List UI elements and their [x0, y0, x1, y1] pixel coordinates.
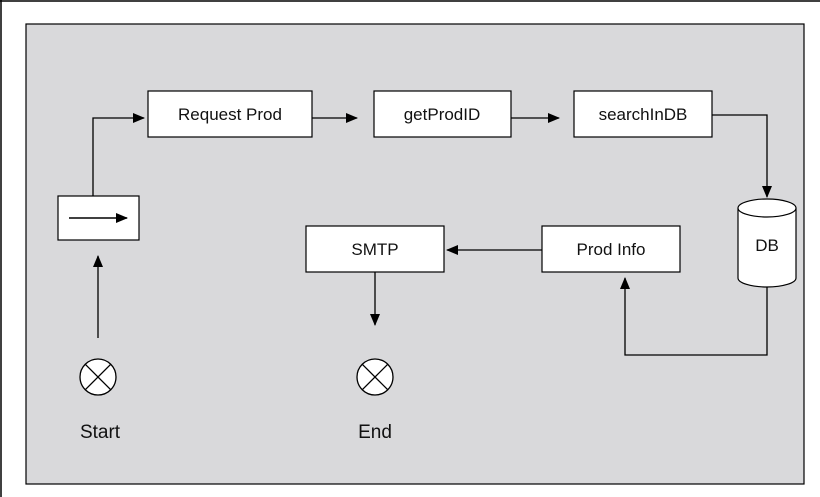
request-prod-label: Request Prod: [178, 105, 282, 124]
db-cylinder: [737, 198, 797, 288]
start-event-icon: [79, 358, 117, 396]
end-label: End: [358, 422, 392, 443]
arrow-db-to-prod-info: [620, 277, 768, 356]
smtp-box: [305, 225, 445, 273]
get-prod-id-box: [373, 90, 512, 138]
search-in-db-label: searchInDB: [599, 105, 688, 124]
prod-info-box: [541, 225, 681, 273]
db-label: DB: [755, 236, 779, 255]
start-label: Start: [80, 422, 121, 443]
db-cylinder-top: [737, 198, 797, 218]
db-cylinder-body: [737, 208, 797, 288]
end-event-icon: [356, 358, 394, 396]
arrow-search-to-db: [712, 114, 772, 198]
request-prod-box: [147, 90, 313, 138]
search-in-db-box: [573, 90, 713, 138]
smtp-label: SMTP: [351, 240, 398, 259]
get-prod-id-label: getProdID: [404, 105, 481, 124]
arrow-entry-to-request-prod: [92, 113, 145, 196]
prod-info-label: Prod Info: [577, 240, 646, 259]
